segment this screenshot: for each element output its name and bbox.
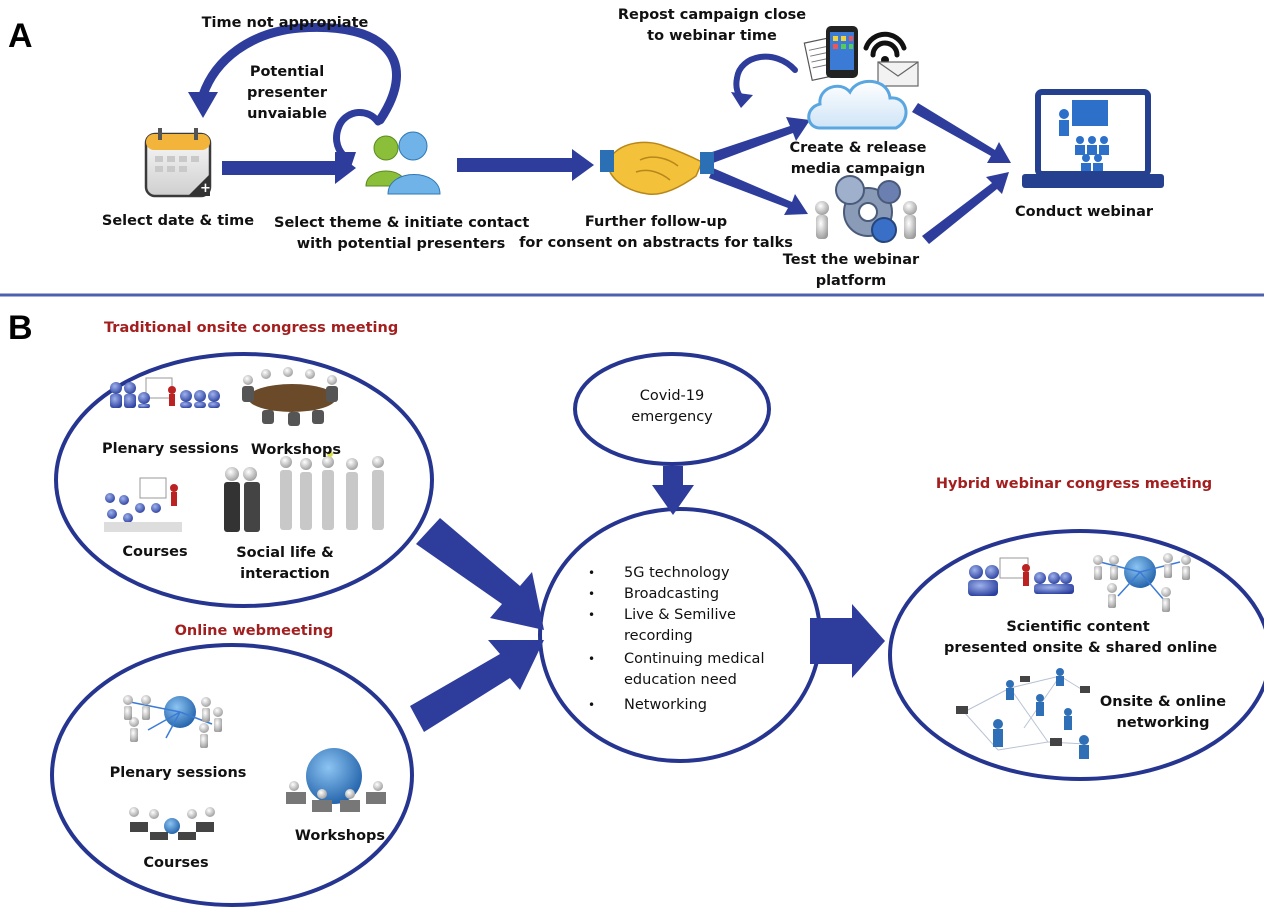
bullet-item: Networking <box>588 695 764 716</box>
arrow-followup-to-campaign <box>709 117 810 163</box>
network-people-icon <box>956 668 1090 759</box>
arrow-center-to-hybrid <box>810 604 885 678</box>
loop-label-presenter: Potential presenter unvaiable <box>246 64 328 122</box>
globe-network-icon <box>123 695 223 748</box>
online-ellipse <box>50 643 414 907</box>
online-heading: Online webmeeting <box>174 623 334 639</box>
hybrid-heading: Hybrid webinar congress meeting <box>935 476 1213 492</box>
hybrid-ellipse <box>888 529 1264 781</box>
round-table-icon <box>242 367 338 426</box>
covid-label: Covid-19 emergency <box>631 388 713 425</box>
calendar-icon: + <box>144 128 212 198</box>
media-icons <box>803 26 919 87</box>
globe-workshop-icon <box>286 748 386 812</box>
loop-arrow-repost <box>733 53 798 101</box>
traditional-label-courses: Courses <box>122 544 188 560</box>
people-icon <box>365 131 441 195</box>
traditional-label-social: Social life & interaction <box>236 545 334 582</box>
loop-arrow-presenter-head <box>335 152 356 170</box>
arrow-campaign-to-webinar <box>912 103 1011 163</box>
repost-label: Repost campaign close to webinar time <box>617 7 807 44</box>
step-label-webinar: Conduct webinar <box>1014 204 1154 220</box>
plenary-hall-icon <box>110 377 220 408</box>
loop-label-time: Time not appropiate <box>201 15 369 31</box>
online-label-plenary: Plenary sessions <box>109 765 247 781</box>
loop-arrow-repost-head <box>731 92 753 108</box>
step-label-followup: Further follow-up for consent on abstrac… <box>519 214 793 251</box>
step-label-theme: Select theme & initiate contact with pot… <box>274 215 530 252</box>
arrow-theme-to-followup <box>457 149 594 181</box>
arrow-test-to-webinar <box>922 172 1009 244</box>
traditional-ellipse <box>54 352 434 608</box>
cloud-media-icon <box>807 79 908 130</box>
classroom-icon <box>104 477 182 532</box>
panel-a-arrows <box>222 103 1011 244</box>
online-label-courses: Courses <box>143 855 209 871</box>
traditional-heading: Traditional onsite congress meeting <box>104 320 399 336</box>
arrow-traditional-to-center <box>416 518 544 630</box>
step-label-campaign: Create & release media campaign <box>789 140 927 177</box>
panel-b-letter: B <box>8 309 33 347</box>
gears-icon <box>815 175 917 243</box>
covid-ellipse <box>573 352 771 466</box>
laptop-presentation-icon <box>1022 89 1164 188</box>
svg-text:+: + <box>200 181 211 196</box>
loop-arrow-time-head <box>188 92 218 118</box>
social-people-icon <box>224 451 384 532</box>
bullet-item: 5G technology <box>588 563 764 584</box>
loop-arrow-time <box>198 22 401 125</box>
bullet-item: Broadcasting <box>588 584 764 605</box>
arrow-followup-to-test <box>709 168 808 215</box>
panel-b-arrows <box>410 466 885 732</box>
loop-arrow-presenter <box>333 109 382 160</box>
handshake-icon <box>600 141 714 195</box>
center-bullet-list: 5G technology Broadcasting Live & Semili… <box>588 563 765 716</box>
hybrid-label-networking: Onsite & online networking <box>1099 694 1227 731</box>
arrow-covid-to-center <box>652 466 694 515</box>
arrow-date-to-theme <box>222 152 356 184</box>
online-label-workshops: Workshops <box>294 828 386 844</box>
laptop-group-icon <box>129 807 215 840</box>
panel-a-letter: A <box>8 17 33 55</box>
step-label-date: Select date & time <box>101 213 255 229</box>
step-label-test: Test the webinar platform <box>782 252 920 289</box>
arrow-online-to-center <box>410 640 544 732</box>
hall-and-globe-icon <box>968 553 1191 612</box>
traditional-label-workshops: Workshops <box>250 442 342 458</box>
hybrid-label-scientific: Scientific content presented onsite & sh… <box>944 619 1218 656</box>
traditional-label-plenary: Plenary sessions <box>102 441 239 457</box>
